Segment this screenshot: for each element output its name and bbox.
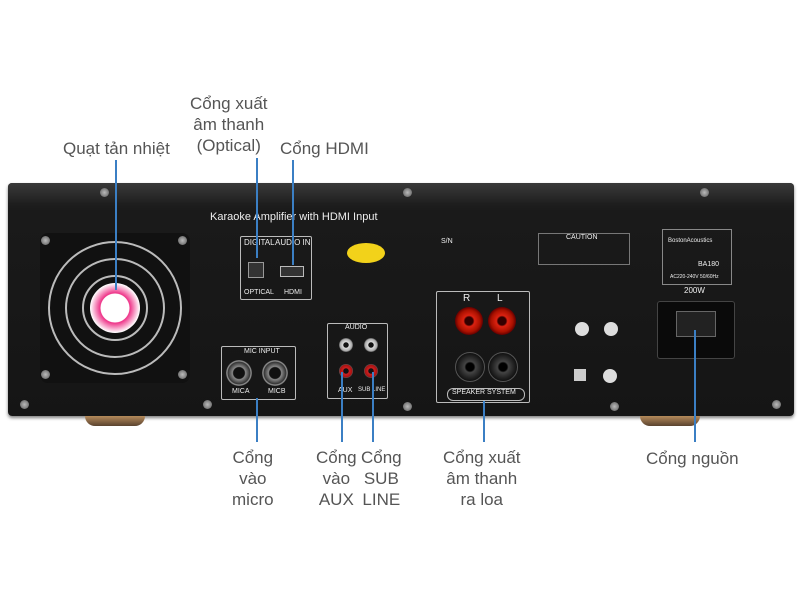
speaker-left-negative-post[interactable] bbox=[488, 352, 518, 382]
screw bbox=[403, 188, 412, 197]
screw bbox=[403, 402, 412, 411]
recycle-bin-icon bbox=[574, 369, 586, 381]
brand-label: BostonAcoustics bbox=[668, 238, 713, 244]
hdmi-label: HDMI bbox=[284, 289, 302, 296]
chassis-top-edge bbox=[8, 183, 794, 203]
screw bbox=[178, 370, 187, 379]
foot-left bbox=[85, 416, 145, 426]
sn-label: S/N bbox=[441, 238, 453, 245]
screw bbox=[100, 188, 109, 197]
speaker-system-pill bbox=[447, 388, 525, 401]
screw bbox=[41, 236, 50, 245]
audio-label: AUDIO bbox=[345, 324, 368, 331]
speaker-right-positive-post[interactable] bbox=[455, 307, 483, 335]
leader-line-power bbox=[694, 330, 696, 442]
speaker-left-positive-post[interactable] bbox=[488, 307, 516, 335]
screw bbox=[41, 370, 50, 379]
speaker-l-label: L bbox=[497, 293, 503, 304]
mic-a-jack[interactable] bbox=[226, 360, 252, 386]
mic-input-label: MIC INPUT bbox=[244, 348, 280, 355]
speaker-right-negative-post[interactable] bbox=[455, 352, 485, 382]
optical-port[interactable] bbox=[248, 262, 264, 278]
sub-line-left-jack[interactable] bbox=[364, 338, 378, 352]
power-socket[interactable] bbox=[676, 311, 716, 337]
screw bbox=[700, 188, 709, 197]
certification-icon bbox=[575, 322, 589, 336]
leader-line-optical bbox=[256, 158, 258, 258]
screw bbox=[772, 400, 781, 409]
callout-fan: Quạt tản nhiệt bbox=[63, 139, 170, 158]
screw bbox=[178, 236, 187, 245]
model-label: BA180 bbox=[698, 261, 720, 268]
caution-label: CAUTION bbox=[566, 234, 598, 241]
sub-line-right-jack[interactable] bbox=[364, 364, 378, 378]
mic-input-box bbox=[221, 346, 296, 400]
leader-line-fan bbox=[115, 160, 117, 290]
fan-hub bbox=[90, 283, 140, 333]
speaker-r-label: R bbox=[463, 293, 471, 304]
leader-line-sub bbox=[372, 372, 374, 442]
leader-line-speaker bbox=[483, 401, 485, 442]
hdmi-port[interactable] bbox=[280, 266, 304, 277]
optical-label: OPTICAL bbox=[244, 289, 274, 296]
power-rating-label: 200W bbox=[684, 286, 705, 295]
screw bbox=[20, 400, 29, 409]
foot-right bbox=[640, 416, 700, 426]
sub-line-label: SUB LINE bbox=[358, 387, 386, 393]
aux-left-jack[interactable] bbox=[339, 338, 353, 352]
leader-line-mic bbox=[256, 398, 258, 442]
screw bbox=[203, 400, 212, 409]
sticker bbox=[347, 243, 385, 263]
model-plate bbox=[662, 229, 732, 285]
voltage-label: AC220-240V 50/60Hz bbox=[670, 274, 719, 280]
mica-label: MICA bbox=[232, 388, 250, 395]
leader-line-aux bbox=[341, 372, 343, 442]
callout-hdmi: Cổng HDMI bbox=[280, 139, 369, 158]
digital-audio-box bbox=[240, 236, 312, 300]
leader-line-hdmi bbox=[292, 160, 294, 265]
certification-icon bbox=[603, 369, 617, 383]
certification-icon bbox=[604, 322, 618, 336]
digital-label: DIGITAL bbox=[244, 238, 275, 247]
speaker-system-box bbox=[436, 291, 530, 403]
speaker-system-label: SPEAKER SYSTEM bbox=[452, 389, 516, 396]
mic-b-jack[interactable] bbox=[262, 360, 288, 386]
micb-label: MICB bbox=[268, 388, 286, 395]
screw bbox=[610, 402, 619, 411]
callout-power: Cổng nguồn bbox=[646, 449, 739, 468]
aux-label: AUX bbox=[338, 387, 353, 394]
caution-box bbox=[538, 233, 630, 265]
audio-rca-box bbox=[327, 323, 388, 399]
